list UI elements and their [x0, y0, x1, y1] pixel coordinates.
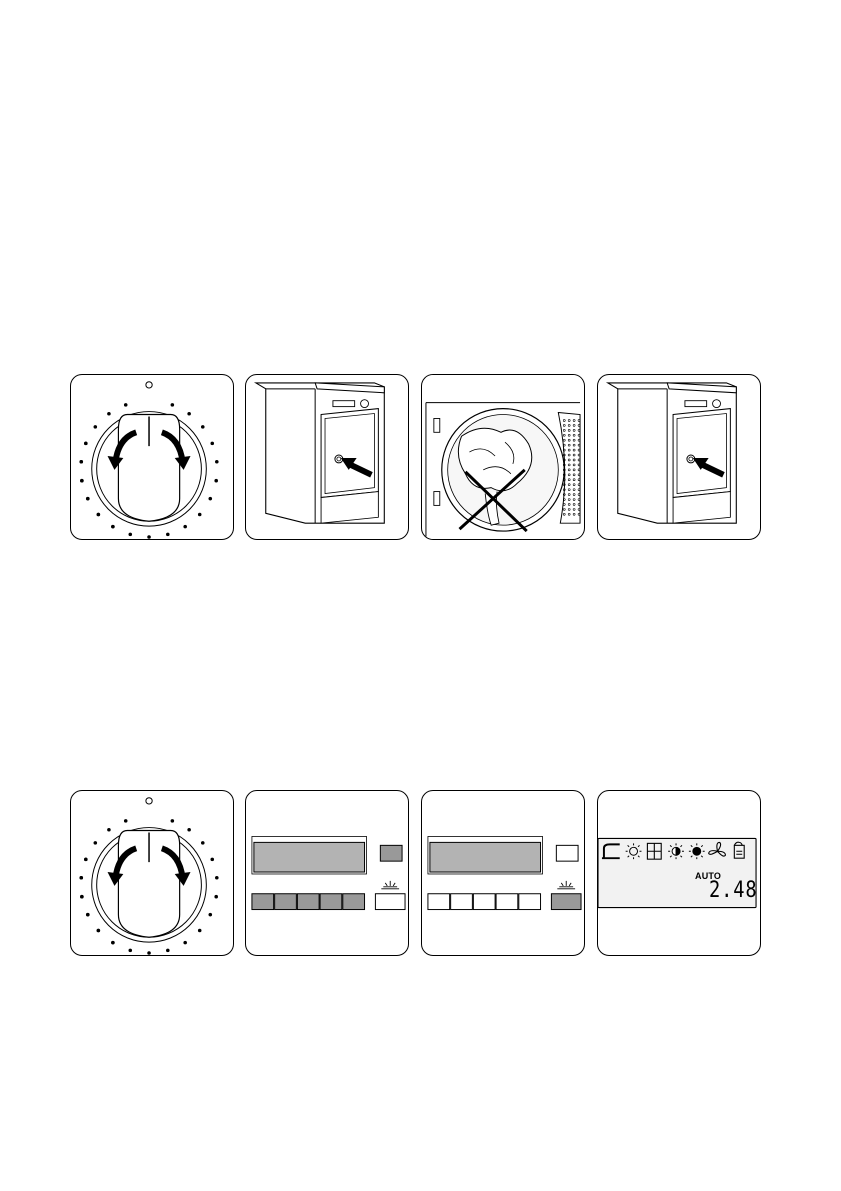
dial-dot: [128, 533, 132, 537]
figure-drum-no-overfill: [421, 374, 585, 540]
start-display-icon: [422, 791, 584, 955]
blink-icon: [557, 881, 575, 889]
figure-dial-bottom: [70, 790, 234, 956]
program-dial-icon: [71, 791, 233, 955]
dial-dot: [111, 941, 115, 945]
no-overfill-icon: [422, 375, 584, 539]
figure-start-panel: [421, 790, 585, 956]
dial-dot: [97, 513, 101, 517]
dial-dot: [94, 841, 98, 845]
dial-dot: [215, 460, 219, 464]
dryer-door-close-icon: [598, 375, 760, 539]
option-buttons-row: [428, 894, 541, 910]
dial-dot: [111, 525, 115, 529]
dial-dot: [79, 876, 83, 880]
figure-lcd-display: AUTO 2.48: [597, 790, 761, 956]
blink-icon: [381, 881, 399, 889]
options-display-icon: [246, 791, 408, 955]
dial-dot: [124, 819, 128, 823]
dial-dot: [214, 479, 218, 483]
dial-dot: [128, 949, 132, 953]
indicator-off: [556, 845, 578, 861]
dial-dot: [187, 412, 191, 416]
dial-dot: [86, 497, 90, 501]
dial-dot: [209, 497, 213, 501]
start-button: [551, 894, 581, 910]
dial-dot: [183, 941, 187, 945]
dial-dot: [107, 412, 111, 416]
figure-dial-top: [70, 374, 234, 540]
dial-dot: [171, 403, 175, 407]
dial-dot: [183, 525, 187, 529]
dial-dot: [214, 895, 218, 899]
dial-dot: [166, 533, 170, 537]
dial-dot: [166, 949, 170, 953]
dial-dot: [215, 876, 219, 880]
figure-dryer-close-door: [245, 374, 409, 540]
dial-dot: [84, 442, 88, 446]
dial-dot: [80, 479, 84, 483]
dial-dot: [80, 895, 84, 899]
dial-dot: [198, 513, 202, 517]
dial-dot: [209, 913, 213, 917]
dial-dot: [86, 913, 90, 917]
program-dial-icon: [71, 375, 233, 539]
dial-dot: [198, 929, 202, 933]
dial-dot: [201, 841, 205, 845]
dial-dot: [107, 828, 111, 832]
start-button: [375, 894, 405, 910]
dial-dot: [94, 425, 98, 429]
figure-dryer-close-door-2: [597, 374, 761, 540]
remaining-time-display: 2.48: [709, 878, 757, 903]
lcd-display-icon: [598, 791, 760, 955]
dial-dot: [171, 819, 175, 823]
indicator-on: [380, 845, 402, 861]
dial-indicator-circle: [146, 382, 152, 388]
option-buttons-row: [252, 894, 365, 910]
dryer-door-close-icon: [246, 375, 408, 539]
dial-dot: [210, 442, 214, 446]
dial-dot: [147, 535, 151, 539]
dial-dot: [187, 828, 191, 832]
dial-dot: [84, 858, 88, 862]
dial-dot: [201, 425, 205, 429]
dial-dot: [124, 403, 128, 407]
dial-dot: [97, 929, 101, 933]
dial-dot: [79, 460, 83, 464]
dial-dot: [147, 951, 151, 955]
figure-options-panel: [245, 790, 409, 956]
dial-dot: [210, 858, 214, 862]
